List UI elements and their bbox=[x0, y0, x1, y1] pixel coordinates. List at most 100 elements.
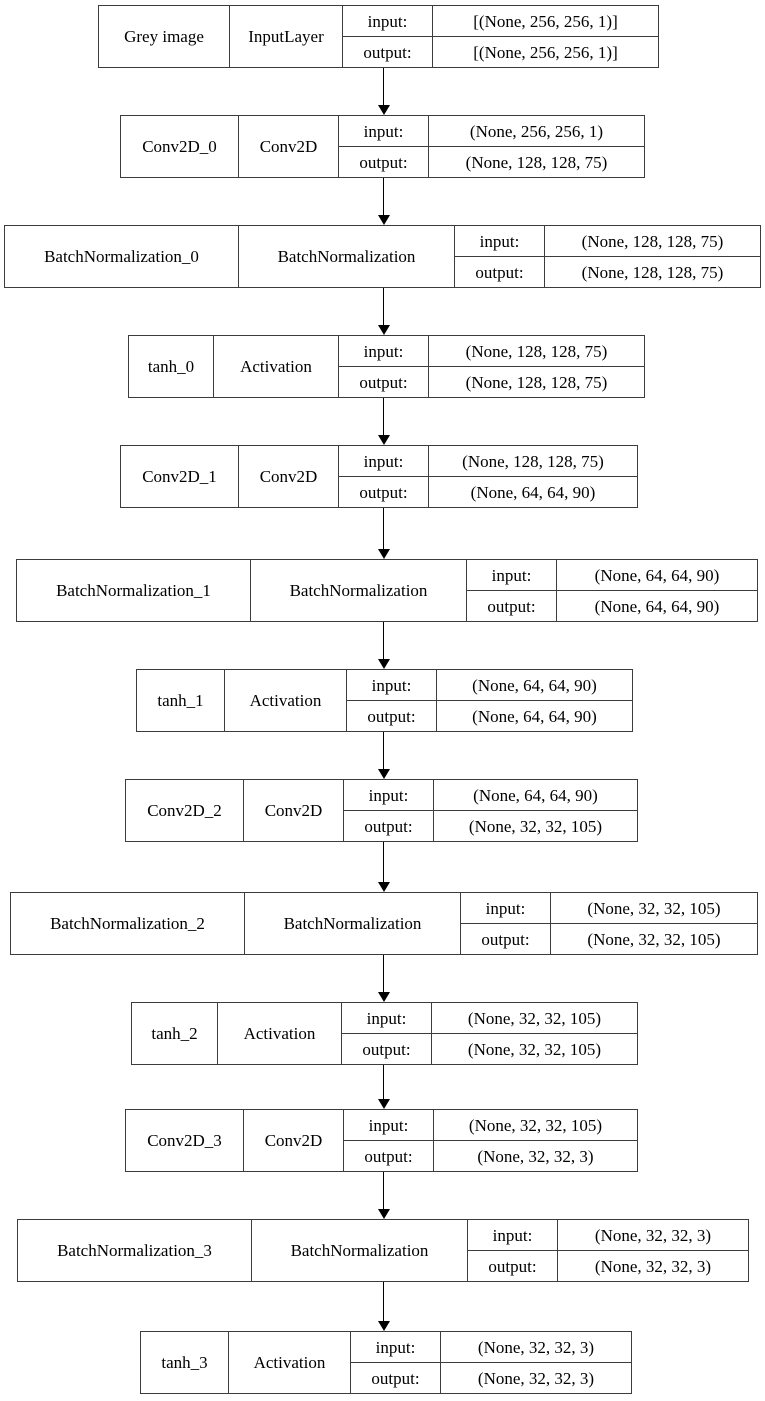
layer-io-table: input:(None, 32, 32, 105)output:(None, 3… bbox=[461, 893, 757, 954]
layer-output-row: output:(None, 32, 32, 3) bbox=[468, 1251, 748, 1281]
input-label: input: bbox=[461, 893, 551, 923]
layer-name: Conv2D_1 bbox=[121, 446, 239, 507]
layer-name: tanh_1 bbox=[137, 670, 225, 731]
arrowhead-icon bbox=[378, 882, 390, 892]
layer-type: Activation bbox=[225, 670, 347, 731]
input-label: input: bbox=[347, 670, 437, 700]
arrowhead-icon bbox=[378, 215, 390, 225]
layer-input-row: input: (None, 64, 64, 90) bbox=[467, 560, 757, 591]
input-label: input: bbox=[339, 336, 429, 366]
output-label: output: bbox=[339, 367, 429, 397]
arrowhead-icon bbox=[378, 325, 390, 335]
layer-io-table: input:(None, 64, 64, 90)output: (None, 64… bbox=[347, 670, 632, 731]
layer-output-row: output:(None, 32, 32, 3) bbox=[344, 1141, 637, 1171]
layer-type: Activation bbox=[214, 336, 339, 397]
layer-io-table: input:(None, 32, 32, 105)output:(None, 3… bbox=[342, 1003, 637, 1064]
layer-name: Grey image bbox=[99, 6, 230, 67]
output-shape-value: (None, 32, 32, 3) bbox=[477, 1368, 595, 1388]
layer-name: tanh_0 bbox=[129, 336, 214, 397]
layer-input-row: input:(None, 32, 32, 3) bbox=[468, 1220, 748, 1251]
edge-connector bbox=[383, 398, 384, 436]
output-shape-value: (None, 128, 128, 75) bbox=[581, 262, 724, 282]
layer-type: BatchNormalization bbox=[245, 893, 461, 954]
edge-connector bbox=[383, 842, 384, 883]
layer-output-row: output:(None, 32, 32, 105) bbox=[342, 1034, 637, 1064]
edge-connector bbox=[383, 68, 384, 106]
edge-connector bbox=[383, 508, 384, 550]
layer-name: BatchNormalization_1 bbox=[17, 560, 251, 621]
layer-type: Activation bbox=[229, 1332, 351, 1393]
input-label: input: bbox=[342, 1003, 432, 1033]
output-label: output: bbox=[461, 924, 551, 954]
layer-io-table: input: (None, 128, 128, 75) output: (None, … bbox=[455, 226, 760, 287]
input-label: input: bbox=[351, 1332, 441, 1362]
layer-input-row: input:(None, 64, 64, 90) bbox=[344, 780, 637, 811]
input-label: input: bbox=[468, 1220, 558, 1250]
output-shape-value: (None, 32, 32, 3) bbox=[477, 1146, 594, 1166]
layer-type: Conv2D bbox=[239, 446, 339, 507]
input-label: input: bbox=[467, 560, 557, 590]
layer-name: tanh_3 bbox=[141, 1332, 229, 1393]
layer-name: Conv2D_0 bbox=[121, 116, 239, 177]
layer-name: Conv2D_2 bbox=[126, 780, 244, 841]
arrowhead-icon bbox=[378, 1321, 390, 1331]
output-label: output: bbox=[455, 257, 545, 287]
output-label: output: bbox=[468, 1251, 558, 1281]
output-shape-value: (None, 128, 128, 75) bbox=[465, 152, 608, 172]
edge-connector bbox=[383, 1065, 384, 1100]
layer-type: Activation bbox=[218, 1003, 342, 1064]
input-shape-value: (None, 64, 64, 90) bbox=[594, 565, 720, 585]
input-shape-value: (None, 32, 32, 105) bbox=[467, 1008, 602, 1028]
output-label: output: bbox=[351, 1363, 441, 1393]
edge-connector bbox=[383, 288, 384, 326]
layer-type: Conv2D bbox=[244, 1110, 344, 1171]
input-label: input: bbox=[455, 226, 545, 256]
input-shape-value: (None, 128, 128, 75) bbox=[462, 451, 604, 471]
layer-output-row: output: (None, 128, 128, 75) bbox=[455, 257, 760, 287]
layer-name: BatchNormalization_0 bbox=[5, 226, 239, 287]
input-shape-value: (None, 32, 32, 3) bbox=[477, 1337, 595, 1357]
edge-connector bbox=[383, 178, 384, 216]
layer-io-table: input:(None, 32, 32, 105)output:(None, 3… bbox=[344, 1110, 637, 1171]
layer-input-row: input:(None, 64, 64, 90) bbox=[347, 670, 632, 701]
output-label: output: bbox=[343, 37, 433, 67]
layer-io-table: input: (None, 64, 64, 90)output: (None, 64… bbox=[467, 560, 757, 621]
edge-connector bbox=[383, 732, 384, 770]
layer-input-row: input: (None, 32, 32, 105) bbox=[342, 1003, 637, 1034]
arrowhead-icon bbox=[378, 1209, 390, 1219]
input-shape-value: (None, 128, 128, 75) bbox=[581, 231, 724, 251]
edge-connector bbox=[383, 622, 384, 660]
input-label: input: bbox=[339, 116, 429, 146]
edge-connector bbox=[383, 1282, 384, 1322]
layer-io-table: input:(None, 256, 256, 1)output:(None, 1… bbox=[339, 116, 644, 177]
layer-output-row: output:(None, 64, 64, 90) bbox=[339, 477, 637, 507]
layer-name: Conv2D_3 bbox=[126, 1110, 244, 1171]
output-label: output: bbox=[467, 591, 557, 621]
output-shape-value: (None, 32, 32, 105) bbox=[587, 929, 721, 949]
output-label: output: bbox=[339, 147, 429, 177]
layer-name: tanh_2 bbox=[132, 1003, 218, 1064]
output-shape-value: (None, 32, 32, 105) bbox=[468, 816, 603, 836]
edge-connector bbox=[383, 1172, 384, 1210]
input-shape-value: (None, 64, 64, 90) bbox=[473, 785, 598, 805]
layer-name: BatchNormalization_2 bbox=[11, 893, 245, 954]
output-shape-value: (None, 32, 32, 105) bbox=[467, 1039, 602, 1059]
output-label: output: bbox=[347, 701, 437, 731]
output-label: output: bbox=[344, 811, 434, 841]
layer-output-row: output:(None, 128, 128, 75) bbox=[339, 367, 644, 397]
layer-input-row: input: (None, 128, 128, 75) bbox=[339, 446, 637, 477]
input-shape-value: [(None, 256, 256, 1)] bbox=[473, 11, 618, 31]
output-shape-value: (None, 64, 64, 90) bbox=[472, 706, 597, 726]
input-label: input: bbox=[339, 446, 429, 476]
